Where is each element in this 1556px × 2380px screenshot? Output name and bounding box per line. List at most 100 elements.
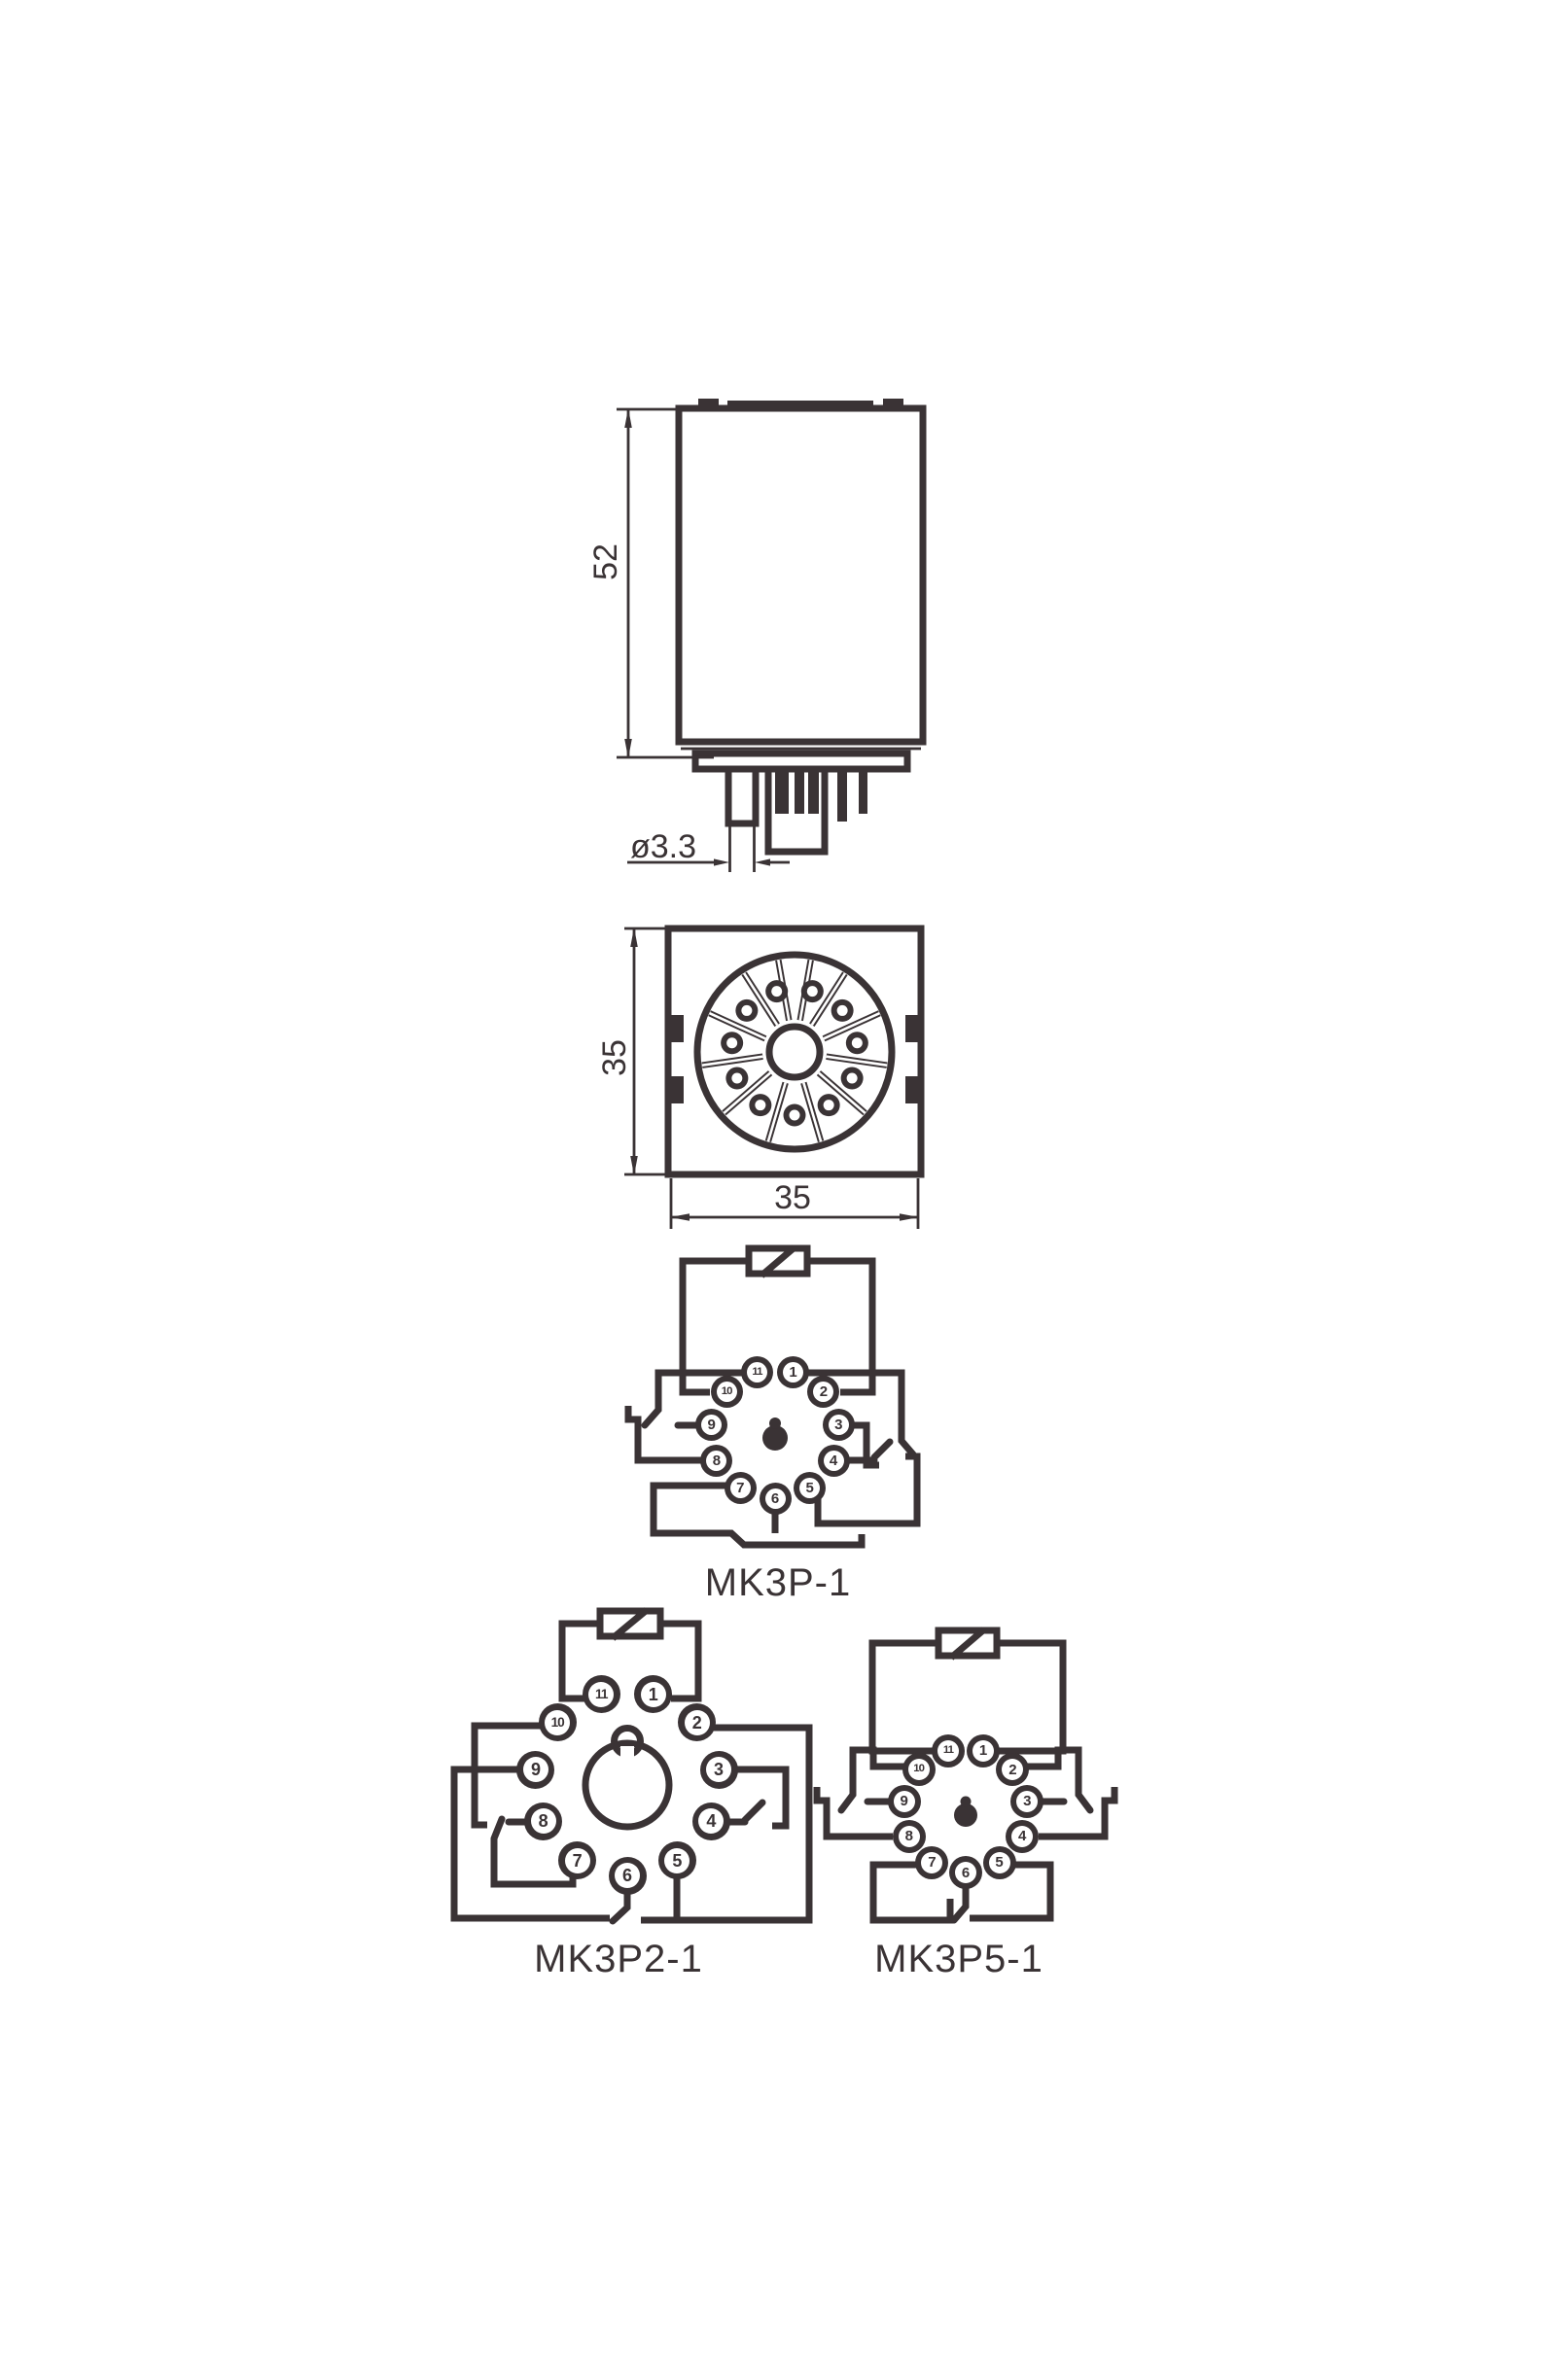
socket-pin-mk3p5-1: 1 [967, 1733, 1001, 1768]
socket-pin-mk3p5-8: 8 [892, 1819, 926, 1853]
arm-right [741, 1799, 766, 1824]
socket-pin-mk3p1-9: 9 [695, 1409, 728, 1442]
wire-pin1 [791, 1369, 917, 1458]
socket-pin-mk3p1-6: 6 [759, 1482, 792, 1515]
figure-side-view [675, 399, 927, 872]
bracket-left [624, 1406, 702, 1464]
socket-pin-mk3p5-6: 6 [949, 1856, 982, 1889]
socket-pin-mk3p2-10: 10 [538, 1703, 577, 1742]
socket-pin-mk3p5-7: 7 [915, 1845, 949, 1879]
dim-text-52: 52 [587, 543, 624, 580]
socket-pin-mk3p1-2: 2 [807, 1376, 840, 1409]
socket-label-mk3p1: MK3P-1 [704, 1561, 852, 1604]
latch-nub [668, 1015, 684, 1042]
center-hole [765, 1023, 824, 1081]
coil-wire [558, 1620, 702, 1702]
arm-pin4 [870, 1438, 894, 1461]
pin-holes [721, 980, 868, 1127]
dim-text-35-bottom: 35 [774, 1179, 811, 1216]
dim-text-35-left: 35 [596, 1039, 633, 1076]
top-tab-right [883, 399, 903, 409]
socket-label-mk3p2: MK3P2-1 [534, 1938, 703, 1980]
pin-stub [808, 769, 819, 814]
dimension-52: 52 [587, 407, 714, 759]
pin-solid-d [859, 769, 867, 814]
socket-label-mk3p5: MK3P5-1 [874, 1938, 1043, 1980]
socket-pin-mk3p1-7: 7 [724, 1472, 757, 1505]
wire-pin2 [1011, 1746, 1094, 1814]
wire-pin10 [837, 1746, 920, 1814]
socket-pin-mk3p1-1: 1 [777, 1356, 810, 1389]
arm-left [490, 1815, 506, 1842]
coil-symbol [935, 1627, 1001, 1660]
dimension-arrow-left [755, 858, 770, 866]
socket-pin-mk3p1-10: 10 [710, 1376, 743, 1409]
dimension-arrow-down [624, 739, 632, 758]
latch-nub [668, 1076, 684, 1103]
wire-pin10 [471, 1722, 554, 1829]
figure-bottom-view [664, 925, 925, 1178]
socket-pin-mk3p2-2: 2 [678, 1703, 717, 1742]
socket-pin-mk3p5-5: 5 [982, 1845, 1016, 1879]
rail-pin9 [450, 1766, 610, 1922]
arm-pin6 [950, 1885, 970, 1924]
socket-pin-mk3p1-5: 5 [794, 1472, 827, 1505]
keyhole-junction [620, 1746, 634, 1758]
dimension-35-left: 35 [596, 927, 665, 1176]
bracket-left [813, 1787, 893, 1840]
socket-pin-mk3p5-3: 3 [1010, 1784, 1044, 1818]
socket-square [664, 925, 925, 1178]
socket-pin-mk3p2-6: 6 [608, 1856, 647, 1895]
socket-pin-mk3p2-7: 7 [558, 1841, 597, 1880]
coil-wire [679, 1257, 876, 1396]
pin-outline-a [725, 765, 760, 827]
coil-slash [948, 1627, 987, 1661]
bottom-left-box [650, 1482, 866, 1549]
latch-nub [905, 1076, 921, 1103]
dim-text-pin-dia: ø3.3 [630, 828, 696, 865]
pin-stub [795, 769, 804, 814]
pin-field-ring [693, 951, 896, 1153]
dimension-pin-diameter: ø3.3 [627, 828, 790, 866]
coil-wire [868, 1639, 1067, 1755]
dimension-arrow-up [624, 408, 632, 428]
socket-pin-mk3p1-3: 3 [822, 1409, 855, 1442]
rail-pin2 [673, 1724, 813, 1924]
socket-pin-mk3p2-11: 11 [582, 1675, 620, 1714]
pivot-pin7 [490, 1838, 577, 1888]
keyhole-outline [582, 1739, 673, 1831]
pin-solid-c [837, 769, 847, 822]
socket-diagram-mk3p2 [450, 1607, 813, 1925]
pin-stub [775, 769, 789, 814]
hook-pin3 [722, 1766, 790, 1830]
coil-slash [610, 1607, 650, 1641]
socket-pin-mk3p1-8: 8 [700, 1444, 733, 1477]
dimension-arrow-right [714, 858, 729, 866]
socket-pin-mk3p1-4: 4 [817, 1444, 850, 1477]
socket-pin-mk3p2-3: 3 [699, 1750, 738, 1789]
socket-diagram-mk3p1 [624, 1244, 921, 1549]
socket-pin-mk3p5-9: 9 [887, 1784, 921, 1818]
bracket-right [1039, 1787, 1118, 1840]
socket-pin-mk3p5-11: 11 [931, 1733, 965, 1768]
bottom-right-box [970, 1861, 1054, 1922]
keyhole-glyph-top [960, 1796, 972, 1807]
top-tab-left [698, 399, 719, 409]
socket-pin-mk3p2-4: 4 [691, 1802, 730, 1840]
latch-nub [905, 1015, 921, 1042]
socket-pin-mk3p5-2: 2 [996, 1753, 1030, 1787]
bottom-left-box [869, 1861, 954, 1924]
socket-pin-mk3p1-11: 11 [740, 1356, 773, 1389]
arm-pin6 [609, 1889, 631, 1925]
relay-body [675, 404, 927, 746]
keyhole-glyph [762, 1425, 788, 1451]
coil-symbol [596, 1607, 664, 1640]
socket-diagram-mk3p5 [813, 1627, 1118, 1924]
dimension-35-bottom: 35 [669, 1178, 920, 1229]
coil-slash [759, 1244, 797, 1278]
coil-symbol [745, 1244, 811, 1278]
socket-pin-mk3p2-8: 8 [524, 1802, 563, 1840]
socket-pin-mk3p2-1: 1 [634, 1675, 673, 1714]
